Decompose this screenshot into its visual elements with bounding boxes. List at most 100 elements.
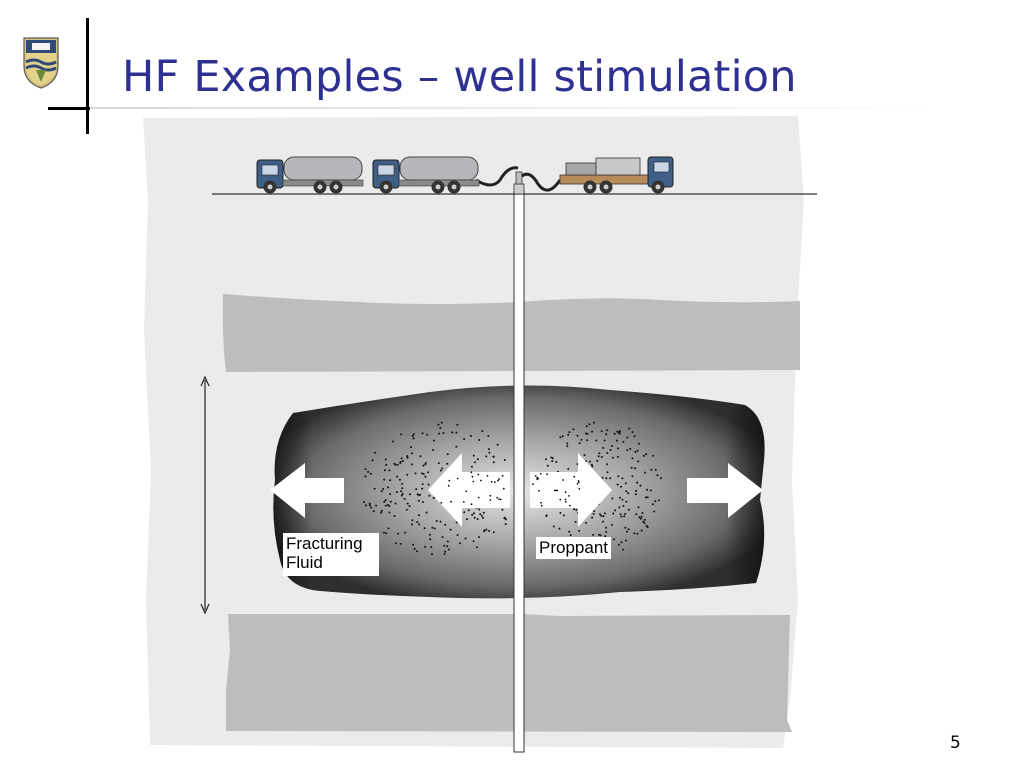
title-horizontal-bar [48,107,90,110]
page-title: HF Examples – well stimulation [122,52,797,102]
proppant-particle [622,548,624,551]
proppant-particle [371,459,374,462]
proppant-particle [483,529,486,532]
proppant-particle [478,536,480,539]
proppant-particle [416,521,419,524]
proppant-particle [480,514,483,517]
arrow-proppant-particle [577,480,580,482]
proppant-particle [616,483,619,486]
proppant-particle [388,505,391,508]
proppant-particle [467,509,470,512]
proppant-particle [421,487,424,490]
proppant-particle [421,501,424,503]
proppant-particle [414,472,417,475]
proppant-particle [400,494,403,497]
proppant-particle [652,454,655,457]
proppant-particle [478,439,481,441]
proppant-particle [440,421,443,424]
arrow-proppant-particle [471,475,474,478]
arrow-proppant-particle [532,483,534,486]
proppant-particle [482,511,485,514]
proppant-particle [406,456,409,459]
proppant-particle [616,439,618,442]
proppant-particle [551,460,554,463]
proppant-particle [482,516,484,519]
proppant-particle [568,431,571,434]
proppant-particle [403,498,406,500]
proppant-particle [410,452,413,455]
proppant-particle [634,467,637,470]
proppant-particle [485,528,488,531]
proppant-particle [478,508,481,511]
proppant-particle [369,472,372,475]
proppant-particle [422,473,425,475]
proppant-particle [368,502,371,505]
proppant-particle [383,469,386,472]
proppant-particle [625,530,628,533]
proppant-particle [419,493,422,496]
proppant-particle [640,529,643,532]
arrow-proppant-particle [537,477,540,480]
proppant-particle [590,463,593,466]
arrow-proppant-particle [556,489,559,492]
proppant-particle [398,478,401,481]
proppant-particle [416,550,419,553]
arrow-proppant-particle [496,496,499,499]
proppant-particle [618,506,621,509]
pump-truck [559,156,674,194]
proppant-particle [435,520,438,522]
tanker-truck-2 [372,156,480,194]
proppant-particle [472,454,475,457]
proppant-particle [650,489,652,492]
proppant-particle [643,522,646,524]
proppant-particle [401,482,404,485]
arrow-proppant-particle [540,501,542,504]
arrow-proppant-particle [470,503,473,506]
proppant-particle [401,487,404,490]
arrow-proppant-dots [440,471,581,507]
proppant-particle [643,518,646,521]
proppant-particle [561,435,564,438]
arrow-proppant-particle [568,504,571,507]
proppant-particle [546,464,549,467]
proppant-particle [401,460,404,463]
proppant-label: Proppant [536,537,611,559]
proppant-particle [428,533,431,536]
proppant-particle [631,431,634,433]
proppant-particle [545,458,548,461]
proppant-particle [421,483,424,486]
arrow-proppant-particle [499,498,502,501]
arrow-proppant-particle [501,474,504,477]
proppant-particle [562,514,565,517]
proppant-particle [387,486,389,489]
proppant-particle [474,461,476,464]
proppant-particle [375,504,378,507]
fluid-arrow-right-outer [687,463,763,518]
proppant-particle [382,488,385,490]
proppant-particle [364,504,367,507]
proppant-particle [410,523,413,526]
proppant-particle [555,461,558,463]
wellbore [513,191,525,753]
proppant-particle [383,500,386,503]
proppant-particle [479,513,482,516]
proppant-particle [572,428,575,431]
proppant-particle [380,490,383,493]
proppant-particle [591,516,594,519]
proppant-particle [424,462,427,464]
proppant-particle [449,528,452,531]
proppant-particle [578,442,581,445]
proppant-particle [584,432,587,435]
proppant-particle [438,432,440,435]
proppant-particle [446,453,449,456]
proppant-particle [602,520,604,523]
proppant-particle [437,423,440,426]
proppant-particle [619,496,621,499]
arrow-proppant-particle [494,481,496,483]
proppant-particle [439,426,442,429]
arrow-proppant-particle [546,473,548,476]
proppant-particle [476,458,479,461]
proppant-particle [599,513,601,516]
arrow-proppant-particle [564,498,567,501]
proppant-particle [612,456,614,459]
